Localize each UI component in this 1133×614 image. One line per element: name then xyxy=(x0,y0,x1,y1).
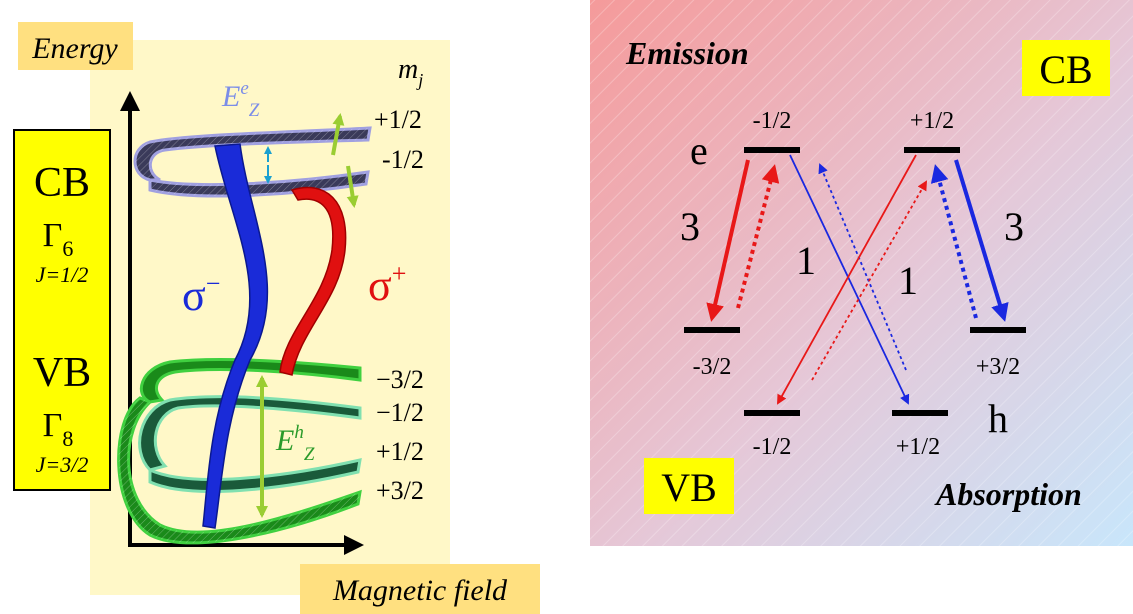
transition-blue-emission-weak xyxy=(789,154,910,405)
spin-up-arrow xyxy=(331,113,345,156)
transition-blue-absorption-weak xyxy=(818,163,907,371)
emission-label: Emission xyxy=(625,35,749,71)
j-half-label: J=1/2 xyxy=(36,262,89,287)
cb-label: CB xyxy=(1039,47,1092,92)
mj-level: −1/2 xyxy=(376,398,424,427)
energy-axis-label: Energy xyxy=(31,32,118,65)
mj-level: +1/2 xyxy=(376,437,424,466)
spin-down-arrow xyxy=(346,165,359,208)
sigma-plus-label: σ+ xyxy=(368,259,406,310)
level-label: -1/2 xyxy=(753,108,792,134)
level-label: +1/2 xyxy=(910,108,954,134)
strength-label: 3 xyxy=(1004,204,1024,249)
mj-level: -1/2 xyxy=(382,145,424,174)
cb-box-label: CB xyxy=(34,160,90,206)
transition-red-absorption-strong xyxy=(736,164,780,309)
vb-band-p12 xyxy=(148,458,362,493)
sigma-minus-transition xyxy=(202,143,269,529)
transition-blue-absorption-strong xyxy=(930,164,978,319)
gamma8-label: Γ8 xyxy=(43,407,74,451)
strength-label: 3 xyxy=(680,204,700,249)
mj-header: mj xyxy=(398,54,423,90)
level-label: -3/2 xyxy=(693,354,732,380)
strength-label: 1 xyxy=(796,238,816,283)
j-three-half-label: J=3/2 xyxy=(36,452,89,477)
magnetic-field-axis-label: Magnetic field xyxy=(332,574,508,607)
transition-red-emission-strong xyxy=(706,159,750,322)
level-label: +3/2 xyxy=(976,354,1020,380)
right-panel: Emission Absorption CB VB e h -1/2 +1/2 … xyxy=(590,0,1133,546)
transition-red-emission-weak xyxy=(777,154,917,405)
level-label: -1/2 xyxy=(753,434,792,460)
energy-label-box xyxy=(18,22,133,70)
mj-level: −3/2 xyxy=(376,365,424,394)
gamma6-label: Γ6 xyxy=(43,217,74,261)
cb-label-box xyxy=(1022,40,1110,96)
left-panel: Energy Magnetic field mj xyxy=(13,22,540,614)
hole-label: h xyxy=(988,396,1008,441)
sigma-plus-transition xyxy=(279,186,347,376)
eh-zeeman-label: EhZ xyxy=(275,422,315,465)
absorption-label: Absorption xyxy=(934,476,1082,512)
transition-red-absorption-weak xyxy=(811,180,927,381)
sigma-minus-label: σ− xyxy=(182,269,220,320)
vb-box-label: VB xyxy=(33,350,91,396)
vb-label: VB xyxy=(661,465,717,510)
magnetic-field-label-box xyxy=(300,564,540,614)
electron-label: e xyxy=(690,128,708,173)
strength-label: 1 xyxy=(898,258,918,303)
vb-label-box xyxy=(644,458,734,514)
vb-bands xyxy=(117,358,362,545)
mj-level: +1/2 xyxy=(374,105,422,134)
transition-blue-emission-strong xyxy=(954,159,1009,322)
mj-levels: +1/2 -1/2 −3/2 −1/2 +1/2 +3/2 xyxy=(374,105,424,505)
level-label: +1/2 xyxy=(896,434,940,460)
band-box xyxy=(13,129,111,491)
transitions xyxy=(706,154,1009,405)
ee-zeeman-label: EeZ xyxy=(221,78,260,121)
mj-level: +3/2 xyxy=(376,476,424,505)
